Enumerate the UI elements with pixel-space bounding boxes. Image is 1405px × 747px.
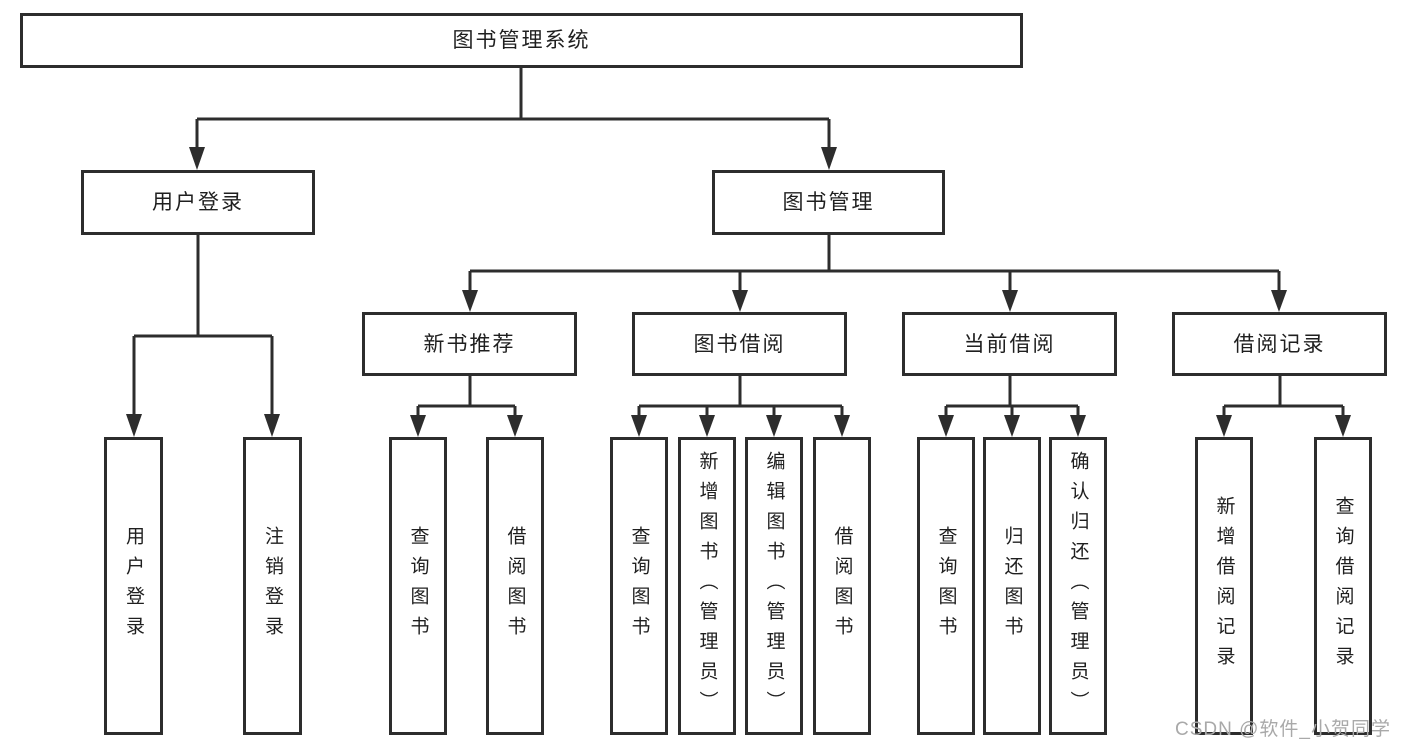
leaf-borrow-books-recommend: 借阅图书 (486, 437, 544, 735)
connector-current-borrow-children (944, 376, 1080, 417)
arrowhead (462, 290, 478, 312)
arrowhead (1004, 415, 1020, 437)
arrowhead (189, 147, 205, 170)
connector-borrow-record-children (1222, 376, 1345, 417)
node-book-management: 图书管理 (712, 170, 945, 235)
arrowhead (631, 415, 647, 437)
csdn-watermark: CSDN @软件_小贺同学 (1175, 719, 1391, 740)
connector-user-login-children (132, 235, 274, 416)
leaf-query-books-recommend: 查询图书 (389, 437, 447, 735)
arrowhead (507, 415, 523, 437)
node-current-borrow: 当前借阅 (902, 312, 1117, 376)
arrowhead (1070, 415, 1086, 437)
connector-new-book-children (416, 376, 517, 417)
leaf-add-book-admin: 新增图书（管理员） (678, 437, 736, 735)
leaf-logout: 注销登录 (243, 437, 302, 735)
connector-book-borrow-children (637, 376, 844, 417)
node-borrow-records: 借阅记录 (1172, 312, 1387, 376)
arrowhead (1002, 290, 1018, 312)
leaf-query-books-borrow: 查询图书 (610, 437, 668, 735)
arrowhead (699, 415, 715, 437)
leaf-user-login: 用户登录 (104, 437, 163, 735)
arrowhead (1271, 290, 1287, 312)
node-library-management-system: 图书管理系统 (20, 13, 1023, 68)
leaf-add-borrow-record: 新增借阅记录 (1195, 437, 1253, 735)
node-new-book-recommend: 新书推荐 (362, 312, 577, 376)
arrowhead (821, 147, 837, 170)
leaf-return-book: 归还图书 (983, 437, 1041, 735)
arrowhead (126, 414, 142, 437)
leaf-confirm-return-admin: 确认归还（管理员） (1049, 437, 1107, 735)
arrowhead (410, 415, 426, 437)
arrowhead (1335, 415, 1351, 437)
arrowhead (732, 290, 748, 312)
node-book-borrow: 图书借阅 (632, 312, 847, 376)
node-user-login: 用户登录 (81, 170, 315, 235)
leaf-borrow-books-borrow: 借阅图书 (813, 437, 871, 735)
connector-root-to-level2 (195, 68, 831, 150)
arrowhead (766, 415, 782, 437)
leaf-edit-book-admin: 编辑图书（管理员） (745, 437, 803, 735)
arrowhead (938, 415, 954, 437)
connector-book-management-children (468, 235, 1281, 292)
arrowhead (1216, 415, 1232, 437)
leaf-query-borrow-record: 查询借阅记录 (1314, 437, 1372, 735)
arrowhead (264, 414, 280, 437)
arrowhead (834, 415, 850, 437)
leaf-query-books-current: 查询图书 (917, 437, 975, 735)
